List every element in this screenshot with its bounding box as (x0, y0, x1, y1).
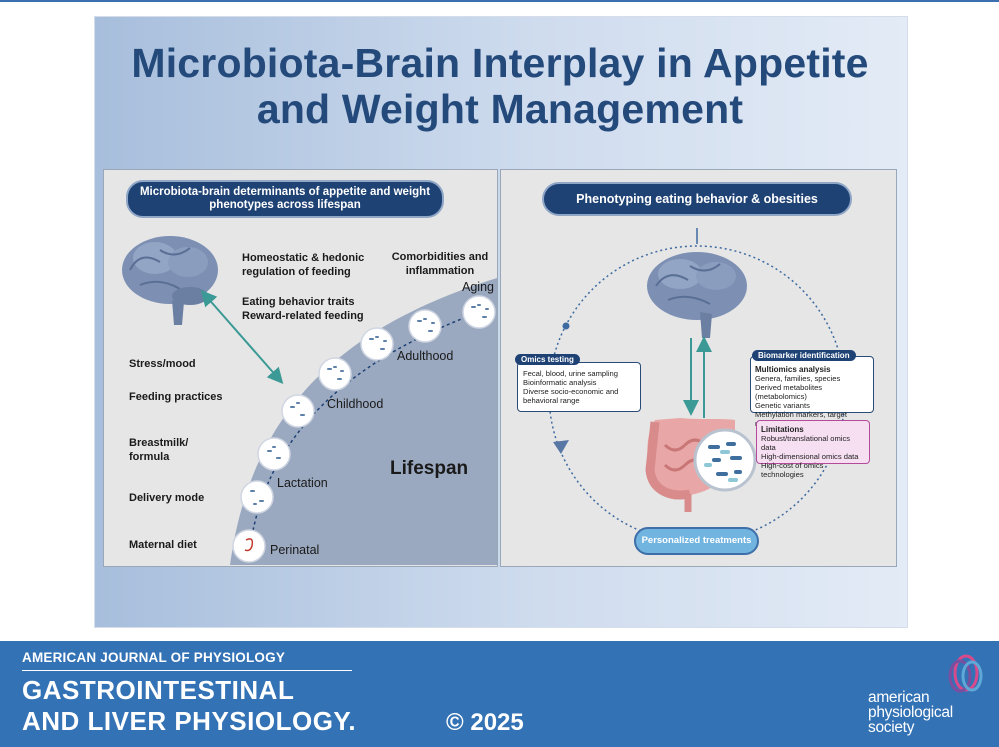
top-rule (0, 0, 999, 2)
label-homeostatic: Homeostatic & hedonic regulation of feed… (242, 252, 365, 278)
biomarker-line-1: Genera, families, species (755, 374, 841, 383)
biomarker-title: Biomarker identification (752, 350, 856, 361)
label-feeding-practices: Feeding practices (129, 391, 223, 403)
stage-aging: Aging (462, 280, 494, 294)
omics-line-3: Diverse socio-economic and behavioral ra… (523, 387, 619, 405)
stage-lactation: Lactation (277, 476, 328, 490)
figure-title: Microbiota-Brain Interplay in Appetite a… (131, 40, 869, 132)
omics-testing-title: Omics testing (515, 354, 580, 365)
omics-testing-box: Fecal, blood, urine sampling Bioinformat… (517, 362, 641, 412)
stage-circles (232, 295, 496, 563)
label-maternal-diet: Maternal diet (129, 539, 197, 551)
left-panel-header: Microbiota-brain determinants of appetit… (126, 180, 444, 218)
journal-name-line2: AND LIVER PHYSIOLOGY. (22, 706, 357, 736)
journal-footer (0, 641, 999, 747)
stage-childhood: Childhood (327, 397, 384, 411)
journal-name-top: AMERICAN JOURNAL OF PHYSIOLOGY (22, 650, 286, 665)
society-line-2: physiological (868, 704, 953, 721)
limitations-line-1: Robust/translational omics data (761, 434, 851, 452)
personalized-treatments-pill: Personalized treatments (634, 527, 759, 555)
limitations-line-3: High-cost of omics technologies (761, 461, 824, 479)
limitations-title: Limitations (761, 425, 804, 434)
label-stress-mood: Stress/mood (129, 358, 196, 370)
biomarker-line-2: Derived metabolites (metabolomics) (755, 383, 823, 401)
microbiota-magnifier (693, 428, 757, 492)
copyright: © 2025 (446, 709, 524, 736)
brain-lifespan-arrow (200, 289, 284, 385)
journal-name-line1: GASTROINTESTINAL (22, 675, 295, 705)
biomarker-box: Multiomics analysis Genera, families, sp… (750, 356, 874, 428)
stage-adulthood: Adulthood (397, 349, 454, 363)
society-name: american physiological society (868, 689, 953, 736)
journal-rule (22, 670, 352, 671)
right-panel-header: Phenotyping eating behavior & obesities (542, 182, 852, 216)
stage-perinatal: Perinatal (270, 543, 320, 557)
label-delivery-mode: Delivery mode (129, 492, 205, 504)
label-comorbidities: Comorbidities and inflammation (391, 251, 489, 277)
omics-line-2: Bioinformatic analysis (523, 378, 597, 387)
personalized-label: Personalized treatments (641, 535, 752, 546)
limitations-box: Limitations Robust/translational omics d… (756, 420, 870, 479)
lifespan-label: Lifespan (390, 458, 469, 479)
limitations-line-2: High-dimensional omics data (761, 452, 859, 461)
biomarker-line-3: Genetic variants (755, 401, 810, 410)
label-eating-traits: Eating behavior traits Reward-related fe… (242, 296, 364, 322)
society-line-1: american (868, 689, 930, 706)
society-line-3: society (868, 719, 915, 736)
brain-icon-left (122, 236, 218, 325)
biomarker-subtitle: Multiomics analysis (755, 365, 831, 374)
label-breastmilk: Breastmilk/ formula (129, 437, 189, 463)
brain-icon-right (647, 252, 747, 338)
lifespan-band (230, 278, 497, 565)
cycle-arrowhead (553, 440, 569, 454)
omics-line-1: Fecal, blood, urine sampling (523, 369, 618, 378)
